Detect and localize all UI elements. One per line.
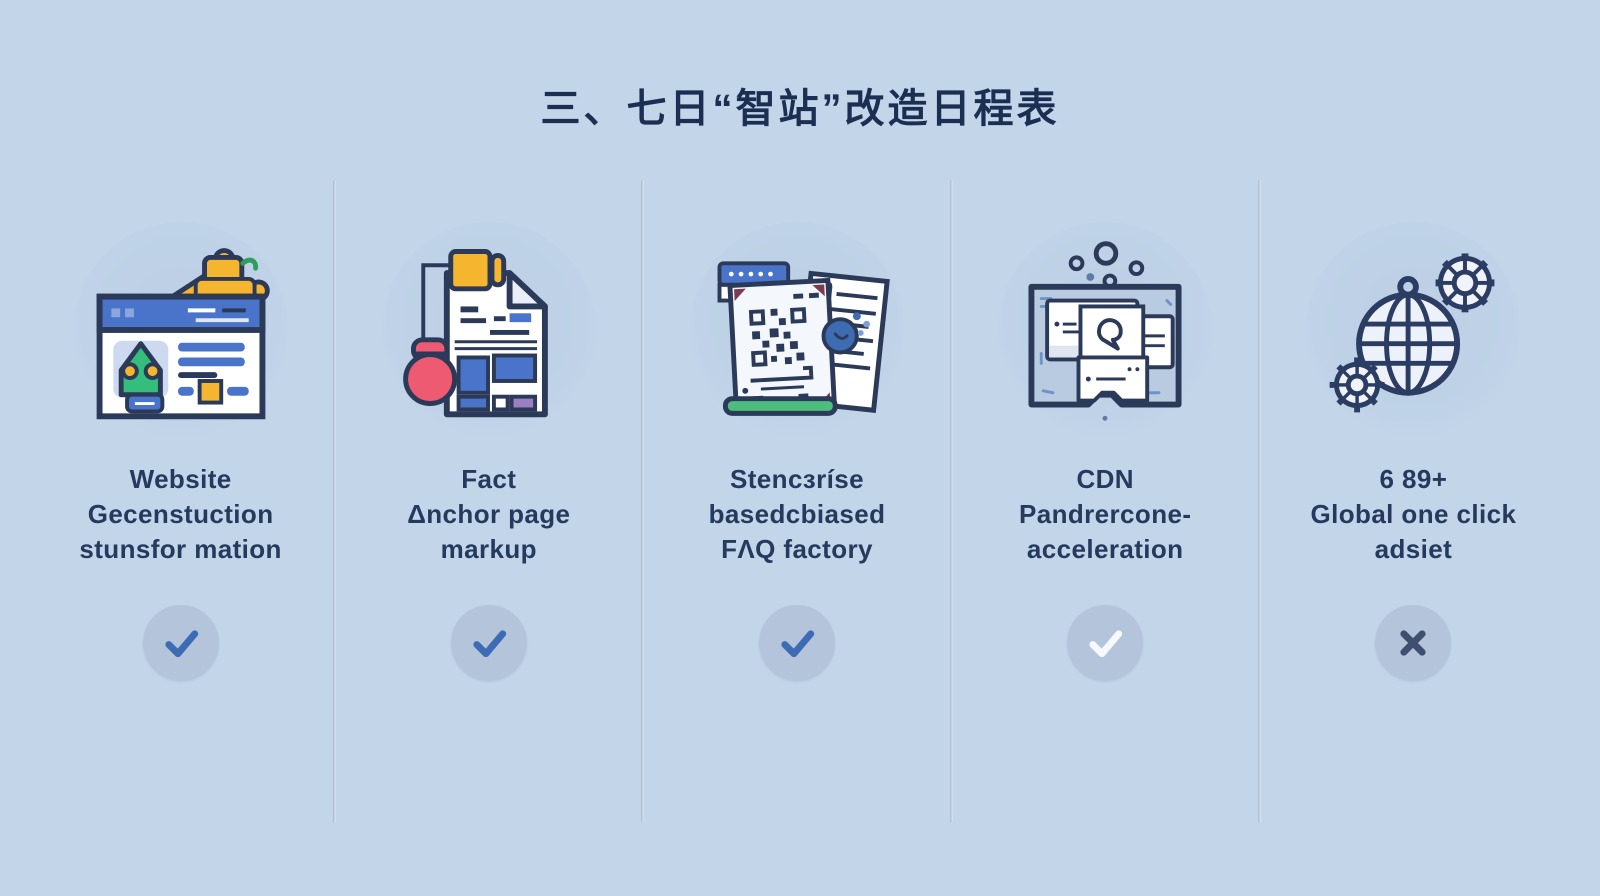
column-anchor-page-markup: Fact Δnchor page markup [336,178,641,833]
caption-line: acceleration [1026,534,1184,564]
check-icon [164,630,198,658]
globe-gears-icon [1306,222,1521,436]
column-caption: 6 89+ Global one click adsiet [1311,462,1517,567]
caption-line: Δnchor page [407,499,571,529]
caption-line: stunsfor mation [79,534,282,564]
cross-icon [1400,630,1426,656]
caption-line: Global one click [1310,499,1517,529]
document-anchor-markup-icon [381,222,596,436]
caption-line: Website [129,464,232,494]
column-cdn-acceleration: CDN Pandrercone- acceleration [953,178,1258,833]
column-caption: Stencɜríse basedcbiased FΛQ factory [709,462,886,567]
website-rebuild-icon [73,222,288,436]
column-website-reconstruction: Website Gecenstuction stunsfor mation [28,178,333,833]
caption-line: FΛQ factory [721,534,873,564]
check-icon [781,630,815,658]
status-badge-cross [1375,605,1452,681]
column-divider [1257,180,1261,823]
column-global-one-click: 6 89+ Global one click adsiet [1261,178,1566,833]
column-caption: Website Gecenstuction stunsfor mation [79,462,281,567]
caption-line: basedcbiased [708,499,886,529]
status-badge-check [759,605,835,681]
status-badge-check [142,605,219,681]
caption-line: 6 89+ [1379,464,1448,494]
column-divider [641,180,645,823]
caption-line: adsiet [1374,534,1453,564]
column-caption: Fact Δnchor page markup [407,462,570,567]
check-icon [1089,630,1123,658]
status-badge-check [450,605,527,681]
caption-line: markup [440,534,537,564]
column-divider [333,180,337,823]
caption-line: CDN [1076,464,1134,494]
caption-line: Gecenstuction [87,499,274,529]
caption-line: Fact [461,464,517,494]
qr-faq-card-icon [690,222,904,436]
cdn-monitor-cards-icon [998,222,1213,436]
check-icon [473,630,506,658]
caption-line: Stencɜríse [730,464,864,494]
schedule-columns-row: Website Gecenstuction stunsfor mation [0,178,1600,833]
status-badge-check [1067,605,1144,681]
column-faq-factory: Stencɜríse basedcbiased FΛQ factory [644,178,949,833]
column-caption: CDN Pandrercone- acceleration [1019,462,1191,567]
column-divider [949,180,953,823]
caption-line: Pandrercone- [1019,499,1192,529]
page-title: 三、七日“智站”改造日程表 [540,87,1060,131]
